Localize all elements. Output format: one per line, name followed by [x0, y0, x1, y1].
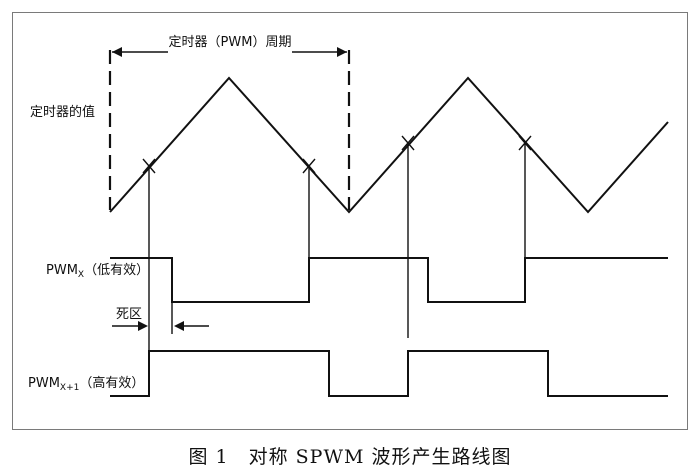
timer-value-label: 定时器的值	[30, 104, 95, 120]
period-arrowhead-right	[337, 47, 347, 57]
deadband-label: 死区	[116, 307, 142, 322]
pwm-x1-label: PWMX+1（高有效）	[28, 375, 144, 393]
pwm-x-waveform	[110, 257, 668, 303]
figure-frame	[12, 12, 688, 430]
period-arrowhead-left	[112, 47, 122, 57]
pwm-x-label: PWMX（低有效）	[46, 263, 149, 280]
deadband-arrowhead-left	[138, 321, 148, 331]
figure-caption: 图 1 对称 SPWM 波形产生路线图	[188, 446, 512, 468]
deadband-arrowhead-right	[174, 321, 184, 331]
period-label: 定时器（PWM）周期	[169, 35, 292, 50]
pwm-x1-waveform	[110, 350, 668, 397]
timer-triangle-wave	[109, 76, 669, 214]
